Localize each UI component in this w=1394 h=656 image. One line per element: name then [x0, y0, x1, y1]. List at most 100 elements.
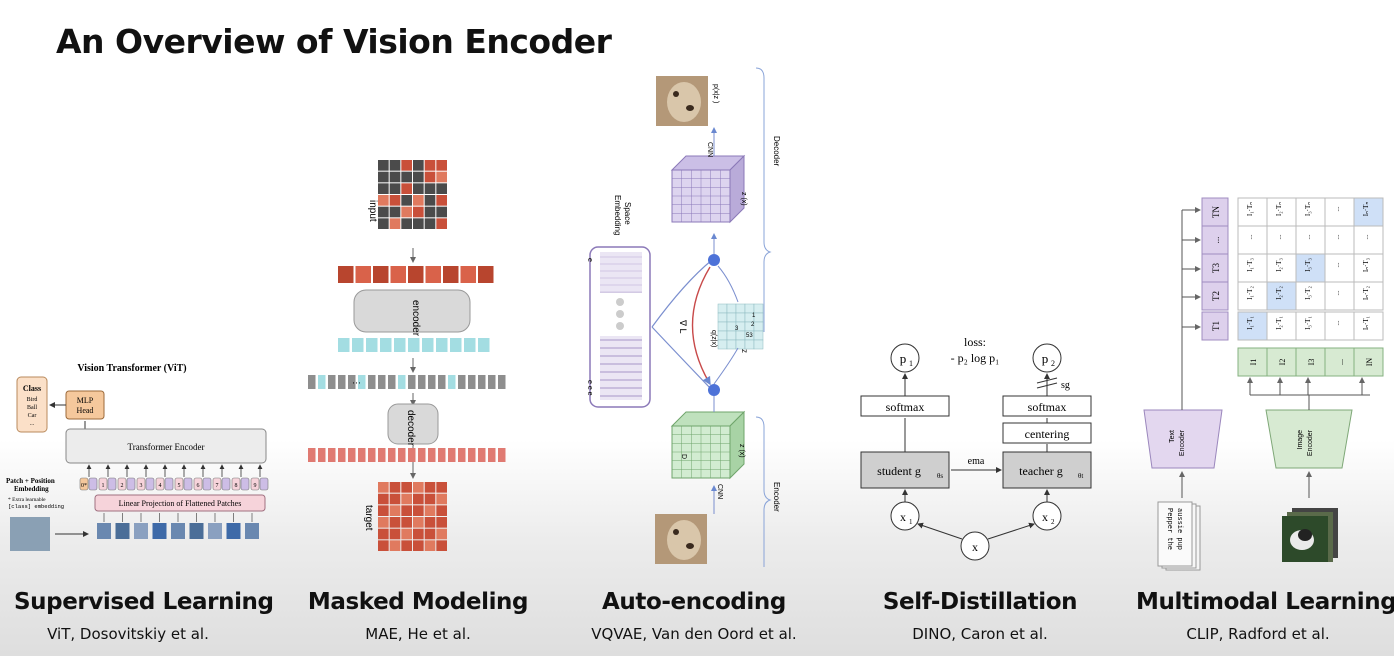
grid-patch: [413, 540, 424, 551]
similarity-label: ...: [1333, 262, 1341, 268]
image-encoder-label: Encoder: [1307, 429, 1314, 456]
svg-text:θt: θt: [1078, 472, 1083, 480]
token-index: 8: [235, 483, 238, 489]
x2-label: x: [1042, 510, 1048, 524]
strip-cell: [373, 266, 389, 283]
grid-patch: [436, 160, 447, 171]
token-index: 1: [102, 483, 105, 489]
similarity-label: I₁·T₂: [1246, 286, 1254, 300]
cnn-top-label: CNN: [706, 142, 713, 157]
cnn-bottom-label: CNN: [716, 484, 723, 499]
class-label: Class: [23, 384, 41, 393]
strip-cell: [438, 375, 446, 389]
similarity-cell: [1353, 281, 1384, 311]
grid-patch: [424, 195, 436, 206]
similarity-cell: [1295, 225, 1326, 255]
image-token-label: I3: [1307, 359, 1316, 366]
grid-patch: [436, 183, 447, 194]
encoder-brace: [755, 416, 772, 567]
position-token: [212, 477, 222, 491]
image-token-label: I1: [1249, 359, 1258, 366]
text-token-label: T1: [1211, 321, 1221, 331]
text-encoder-label: Text: [1169, 430, 1176, 443]
svg-text:θs: θs: [937, 472, 943, 480]
token-index: 7: [216, 483, 219, 489]
image-patch: [97, 523, 111, 539]
grid-patch: [401, 493, 412, 505]
image-patch: [245, 523, 259, 539]
text-token: [1201, 225, 1229, 255]
embedding-space-box: [589, 246, 651, 408]
codebook-top-block: [600, 252, 642, 292]
token-index: 3: [140, 483, 143, 489]
class-item: Bird: [27, 397, 38, 403]
patch-token: [183, 477, 193, 491]
position-token: [79, 477, 89, 491]
transformer-encoder-label: Transformer Encoder: [128, 442, 205, 452]
strip-cell: [348, 448, 356, 462]
grid-patch: [413, 493, 424, 505]
zq-label: z (x): [740, 192, 747, 206]
similarity-label: ...: [1304, 234, 1312, 240]
loss-formula: - p₂ log p₁: [951, 351, 1000, 365]
similarity-cell: [1266, 197, 1297, 227]
encoder-label: Encoder: [772, 482, 781, 512]
position-token: [155, 477, 165, 491]
qzx-label: q(z|x): [710, 330, 717, 347]
strip-cell: [366, 338, 378, 352]
grid-patch: [436, 195, 447, 206]
mae-decoder-box: [387, 403, 439, 445]
grid-patch: [436, 206, 447, 218]
d-label: D: [680, 454, 687, 459]
caption-subtitle-distillation: DINO, Caron et al.: [912, 625, 1048, 643]
position-token: [231, 477, 241, 491]
strip-cell: [308, 448, 316, 462]
student-box: [860, 451, 950, 489]
grid-patch: [389, 206, 401, 218]
grid-patch: [378, 540, 389, 551]
grid-patch: [413, 195, 424, 206]
grid-patch: [413, 505, 424, 516]
grid-patch: [424, 206, 436, 218]
grid-patch: [424, 218, 436, 229]
caption-title-masked: Masked Modeling: [307, 589, 529, 615]
strip-cell: [378, 375, 386, 389]
mae-target-label: target: [363, 505, 374, 531]
image-patch: [226, 523, 241, 539]
x1-label: x: [900, 510, 906, 524]
strip-cell: [408, 448, 416, 462]
grid-patch: [401, 195, 412, 206]
transformer-encoder-box: [65, 428, 267, 464]
grid-patch: [424, 493, 436, 505]
grid-patch: [436, 528, 447, 540]
strip-cell: [388, 375, 396, 389]
similarity-cell: [1324, 311, 1355, 341]
grid-patch: [436, 540, 447, 551]
caption-title-distillation: Self-Distillation: [882, 589, 1078, 615]
grid-patch: [424, 482, 436, 493]
grid-patch: [424, 160, 436, 171]
strip-cell: [338, 266, 354, 283]
similarity-cell: [1353, 225, 1384, 255]
mae-decoder-label: decoder: [405, 410, 416, 447]
grid-patch: [389, 493, 401, 505]
strip-cell: [318, 375, 326, 389]
strip-cell: [408, 375, 416, 389]
mae-target-grid: [378, 482, 447, 551]
vit-header: Vision Transformer (ViT): [77, 363, 186, 374]
similarity-cell: [1266, 281, 1297, 311]
caption-title-supervised: Supervised Learning: [14, 589, 274, 615]
caption-card: [1157, 501, 1193, 567]
loss-label: loss:: [964, 335, 986, 349]
patch-token: [240, 477, 250, 491]
grid-patch: [389, 218, 401, 229]
grid-patch: [424, 183, 436, 194]
grid-patch: [378, 482, 389, 493]
similarity-label: ...: [1333, 320, 1341, 326]
strip-cell: [398, 448, 406, 462]
strip-cell: [478, 266, 494, 283]
codebook-bottom-block: [600, 336, 642, 400]
svg-text:1: 1: [909, 359, 913, 368]
linear-projection-label: Linear Projection of Flattened Patches: [119, 499, 242, 508]
page-title: An Overview of Vision Encoder: [56, 22, 612, 61]
